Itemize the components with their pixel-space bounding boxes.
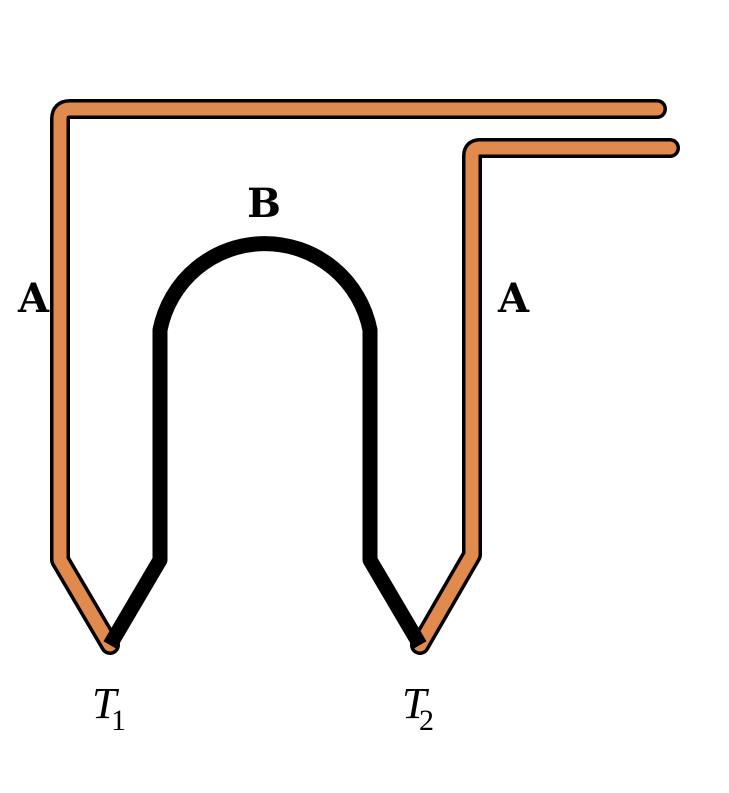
junction-1-symbol: T: [92, 679, 120, 728]
junction-1-label: T 1: [92, 679, 126, 737]
wire-a-right: [410, 138, 680, 655]
junction-2-label: T 2: [402, 679, 434, 737]
wire-a-right-label: A: [497, 275, 530, 322]
junction-2-subscript: 2: [419, 704, 434, 737]
wire-a-right-core: [413, 141, 677, 652]
wire-b-label: B: [247, 180, 281, 227]
wire-a-left-core: [53, 102, 664, 652]
junction-2-symbol: T: [402, 679, 430, 728]
wire-a-left: [50, 99, 667, 655]
wire-a-left-label: A: [17, 275, 50, 322]
junction-1-subscript: 1: [111, 704, 126, 737]
wire-b: [103, 236, 427, 649]
